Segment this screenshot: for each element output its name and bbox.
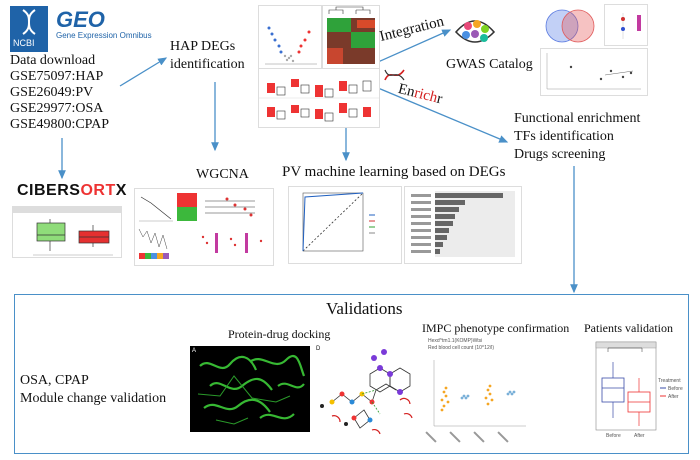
enrichment-dotplot: [604, 4, 648, 46]
cibersort-x: X: [115, 182, 127, 199]
cibersort-ort: ORT: [80, 182, 116, 199]
dataset-osa: GSE29977:OSA: [10, 101, 104, 116]
validation-osa-cpap: OSA, CPAP: [20, 373, 89, 388]
drugs-screening: Drugs screening: [514, 147, 606, 162]
pv-ml-label: PV machine learning based on DEGs: [282, 164, 506, 180]
deg-boxplots: [258, 68, 380, 128]
validation-module-change: Module change validation: [20, 391, 167, 406]
docking-interaction-diagram: D: [314, 344, 414, 444]
docking-panel-d: D: [316, 346, 321, 352]
docking-title: Protein-drug docking: [228, 327, 331, 341]
cibersort-main: CIBERS: [17, 182, 81, 199]
impc-subtitle-measure: Red blood cell count (10^12/l): [428, 345, 494, 351]
docking-panel-a: A: [192, 348, 197, 354]
feature-importance-bars: [404, 186, 522, 264]
geo-subtitle: Gene Expression Omnibus: [56, 31, 152, 40]
impc-dotplot: [422, 356, 530, 448]
dataset-pv: GSE26049:PV: [10, 85, 94, 100]
dna-icon: [22, 9, 36, 35]
validations-box: [14, 294, 689, 454]
roc-curve: [288, 186, 402, 264]
wgcna-label: WGCNA: [196, 167, 249, 182]
ncbi-label: NCBI: [13, 38, 35, 48]
tfs-identification: TFs identification: [514, 129, 614, 144]
cibersort-boxplot: [12, 206, 122, 258]
impc-subtitle-gene: Hexd^tm1.1(KOMP)Wtsi: [428, 338, 483, 344]
patients-x-after: After: [634, 433, 645, 439]
impc-title: IMPC phenotype confirmation: [422, 321, 570, 335]
dataset-hap: GSE75097:HAP: [10, 69, 104, 84]
protein-structure: A: [190, 346, 310, 432]
dataset-cpap: GSE49800:CPAP: [10, 117, 110, 132]
ncbi-logo: NCBI: [10, 6, 48, 52]
hap-degs-line2: identification: [170, 57, 245, 72]
enrichr-dna-icon: [384, 68, 406, 82]
functional-enrichment: Functional enrichment: [514, 111, 641, 126]
patients-x-before: Before: [606, 433, 621, 439]
gwas-scatter: [540, 48, 648, 96]
validations-title: Validations: [326, 299, 403, 318]
gwas-catalog-icon: [452, 12, 498, 52]
patients-title: Patients validation: [584, 321, 673, 335]
wgcna-panels: [134, 188, 274, 266]
volcano-plot: [258, 5, 322, 69]
gwas-catalog-label: GWAS Catalog: [446, 57, 533, 72]
data-download-title: Data download: [10, 53, 96, 68]
patients-legend-title: Treatment: [658, 378, 681, 384]
hap-degs-line1: HAP DEGs: [170, 39, 236, 54]
patients-legend-before: Before: [668, 386, 683, 392]
patients-legend-after: After: [668, 394, 679, 400]
deg-heatmap: [322, 5, 380, 69]
geo-label: GEO: [56, 7, 105, 32]
cibersortx-logo: CIBERSORTX: [17, 182, 127, 200]
patients-boxplot: Treatment Before After Before After: [582, 340, 686, 446]
venn-diagram: [540, 4, 600, 48]
